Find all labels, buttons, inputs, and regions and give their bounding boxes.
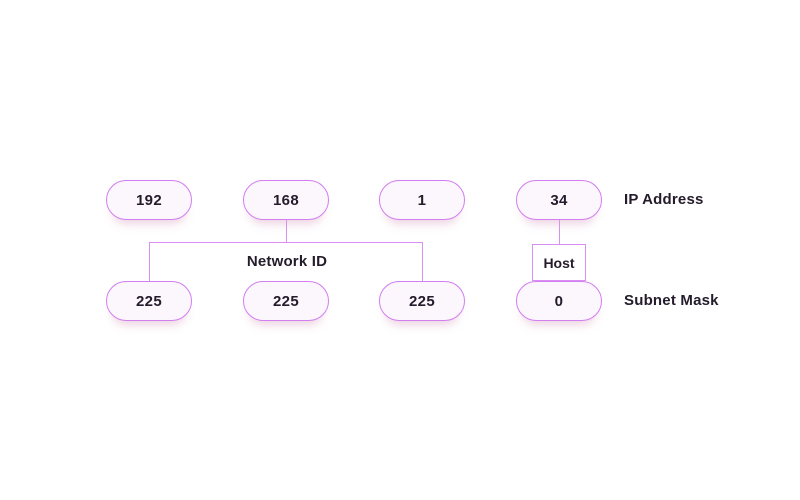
host-box: Host xyxy=(532,244,586,281)
connector-bracket-left-drop xyxy=(149,242,150,281)
mask-octet-4-pill: 0 xyxy=(516,281,602,321)
subnet-mask-label: Subnet Mask xyxy=(624,292,719,309)
ip-octet-1-pill: 192 xyxy=(106,180,192,220)
ip-address-label: IP Address xyxy=(624,191,704,208)
ip-octet-2-pill: 168 xyxy=(243,180,329,220)
connector-bracket-horizontal xyxy=(149,242,423,243)
network-id-label: Network ID xyxy=(246,253,328,270)
ip-octet-4-pill: 34 xyxy=(516,180,602,220)
mask-octet-1-pill: 225 xyxy=(106,281,192,321)
connector-bracket-right-drop xyxy=(422,242,423,281)
mask-octet-2-pill: 225 xyxy=(243,281,329,321)
mask-octet-3-pill: 225 xyxy=(379,281,465,321)
ip-octet-3-pill: 1 xyxy=(379,180,465,220)
connector-octet4-to-host xyxy=(559,220,560,244)
connector-octet2-to-bracket xyxy=(286,220,287,242)
